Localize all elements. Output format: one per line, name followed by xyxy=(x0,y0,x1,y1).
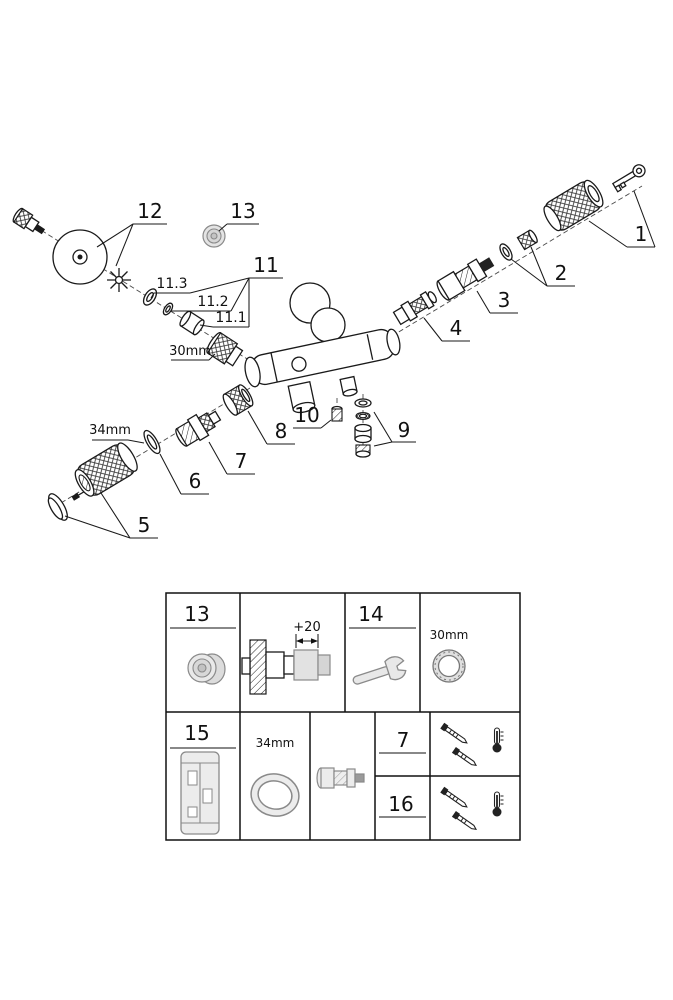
part-10-plug xyxy=(331,405,343,422)
label-3: 3 xyxy=(498,288,511,312)
part-2-ring xyxy=(499,243,513,261)
table-label-34mm: 34mm xyxy=(256,736,295,750)
part-5-cap xyxy=(47,493,68,521)
label-13: 13 xyxy=(230,199,255,223)
label-30mm: 30mm xyxy=(169,344,211,359)
table-icon-wrench xyxy=(352,656,407,685)
part-12-escutcheon xyxy=(52,229,108,285)
table-label-13: 13 xyxy=(184,602,209,626)
label-12: 12 xyxy=(137,199,162,223)
label-5: 5 xyxy=(138,513,151,537)
part-4-check-valve xyxy=(392,291,437,326)
part-6-ring xyxy=(143,429,161,455)
table-icon-34mm-ring xyxy=(250,773,300,817)
table-label-16: 16 xyxy=(388,792,413,816)
label-7: 7 xyxy=(235,449,248,473)
label-11: 11 xyxy=(253,253,278,277)
table-icon-valve xyxy=(316,767,365,789)
label-34mm: 34mm xyxy=(89,423,131,438)
part-11-1-bushing xyxy=(179,310,205,336)
part-5-screw xyxy=(71,491,85,501)
table-label-15: 15 xyxy=(184,721,209,745)
table-icon-cap-13 xyxy=(187,653,226,685)
label-9: 9 xyxy=(398,418,411,442)
label-11-3: 11.3 xyxy=(156,276,187,292)
label-11-1: 11.1 xyxy=(215,310,246,326)
label-8: 8 xyxy=(275,419,288,443)
table-label-plus20: +20 xyxy=(293,620,320,635)
part-aerator-check xyxy=(12,207,46,235)
table-icon-tools-row-7 xyxy=(439,721,505,770)
part-9-set xyxy=(354,398,372,458)
label-1: 1 xyxy=(635,222,648,246)
part-7-cartridge xyxy=(175,410,222,447)
part-8-sleeve xyxy=(222,384,254,416)
part-12-star-washer xyxy=(107,268,131,292)
label-2: 2 xyxy=(555,261,568,285)
table-icon-30mm-nut xyxy=(432,649,466,683)
table-icon-extension-install: +20 xyxy=(241,620,331,695)
table-label-14: 14 xyxy=(358,602,383,626)
part-5-handle xyxy=(74,442,138,497)
label-10: 10 xyxy=(294,403,319,427)
label-6: 6 xyxy=(189,469,202,493)
callouts: 12 13 11 11.3 11.2 11.1 30mm 4 3 xyxy=(64,190,656,539)
part-11-2-ring xyxy=(162,302,174,316)
parts-table: 13 14 15 7 16 +20 xyxy=(165,592,521,841)
part-11-3-ring xyxy=(142,288,158,306)
table-label-30mm: 30mm xyxy=(430,628,469,642)
part-1-handle xyxy=(543,179,604,232)
part-3-thermostatic-cartridge xyxy=(436,257,495,301)
part-2-cap xyxy=(516,229,538,251)
label-4: 4 xyxy=(450,316,463,340)
part-30mm-nut xyxy=(206,332,244,367)
part-1-key xyxy=(611,164,646,193)
faucet-body xyxy=(244,282,401,414)
table-icon-extension-body-15 xyxy=(180,751,220,835)
label-11-2: 11.2 xyxy=(197,294,228,310)
table-label-7: 7 xyxy=(397,728,410,752)
table-icon-tools-row-16 xyxy=(439,785,505,834)
